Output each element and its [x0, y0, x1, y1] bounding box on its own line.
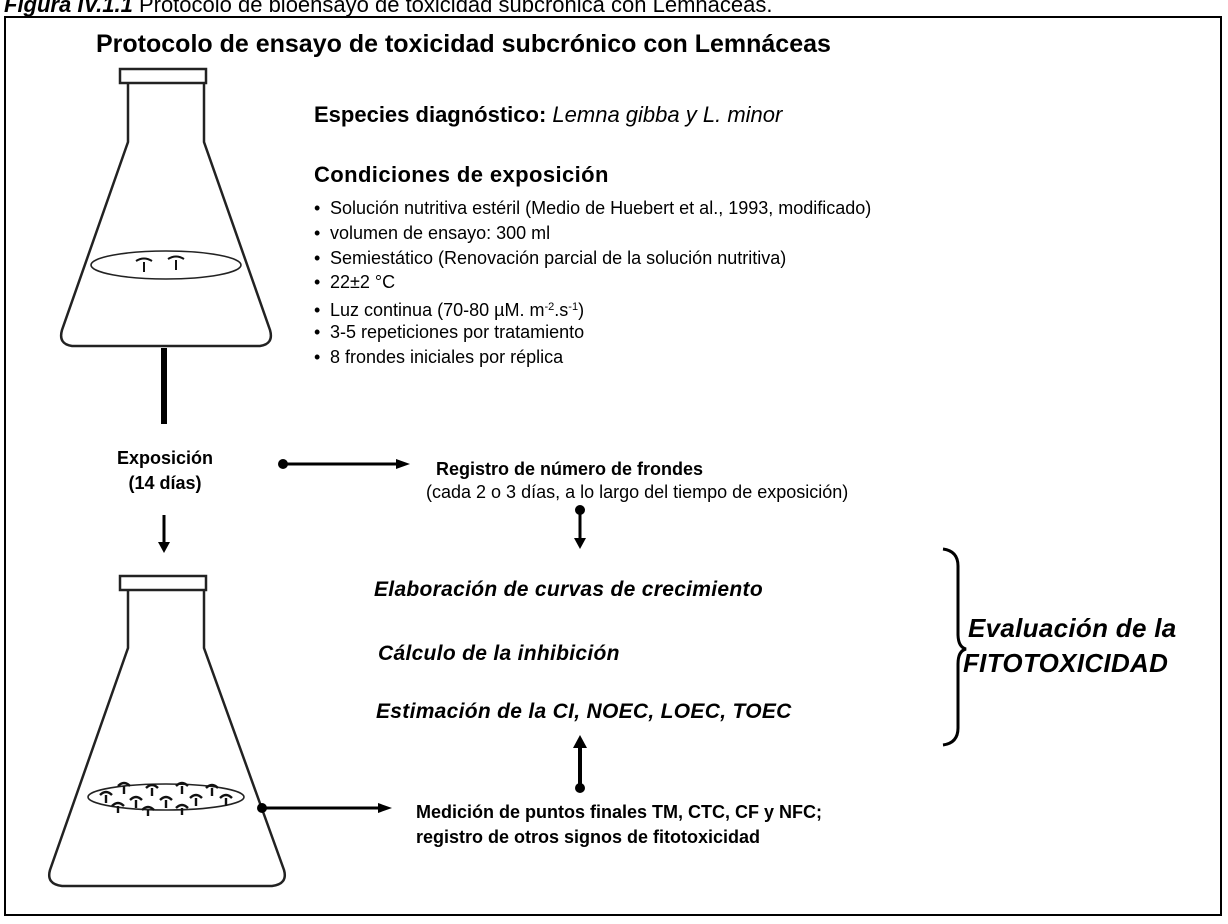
medicion-line-1: Medición de puntos finales TM, CTC, CF y…: [416, 802, 823, 822]
species-label: Especies diagnóstico:: [314, 102, 547, 127]
fronds-cluster: [99, 781, 233, 816]
list-item: 8 frondes iniciales por réplica: [314, 345, 871, 370]
medicion-line-2: registro de otros signos de fitotoxicida…: [416, 827, 761, 847]
arrow-medicion-to-analysis: [573, 735, 587, 793]
arrow-registro-to-analysis: [574, 505, 586, 549]
registro-subtitle: (cada 2 o 3 días, a lo largo del tiempo …: [426, 482, 849, 502]
diagram-title: Protocolo de ensayo de toxicidad subcrón…: [96, 30, 831, 58]
list-item: Semiestático (Renovación parcial de la s…: [314, 246, 871, 271]
step-estimacion: Estimación de la CI, NOEC, LOEC, TOEC: [376, 700, 792, 723]
species-value: Lemna gibba y L. minor: [552, 102, 783, 127]
list-item: Luz continua (70-80 µM. m-2.s-1): [314, 295, 871, 320]
list-item: 22±2 °C: [314, 270, 871, 295]
flask-top-illustration: [59, 67, 273, 348]
evaluation-line-1: Evaluación de la: [968, 613, 1177, 643]
diagram-frame: [4, 16, 1222, 916]
conditions-list: Solución nutritiva estéril (Medio de Hue…: [314, 196, 871, 370]
registro-title: Registro de número de frondes: [436, 459, 704, 479]
list-item: 3-5 repeticiones por tratamiento: [314, 320, 871, 345]
figure-label: Figura IV.1.1: [4, 0, 133, 17]
step-elaboracion: Elaboración de curvas de crecimiento: [374, 578, 763, 601]
arrow-exposure-to-flask: [158, 515, 170, 553]
list-item: Solución nutritiva estéril (Medio de Hue…: [314, 196, 871, 221]
unit-exponent: -2: [544, 301, 555, 314]
evaluation-line-2: FITOTOXICIDAD: [963, 648, 1169, 678]
grouping-brace: [942, 547, 967, 747]
step-calculo: Cálculo de la inhibición: [378, 642, 620, 665]
unit-exponent: -1: [568, 301, 579, 314]
figure-caption-text: Protocolo de bioensayo de toxicidad subc…: [138, 0, 773, 17]
exposure-label: Exposición (14 días): [116, 448, 214, 493]
species-line: Especies diagnóstico: Lemna gibba y L. m…: [314, 102, 782, 128]
arrow-flask-to-medicion: [257, 803, 392, 813]
list-item: volumen de ensayo: 300 ml: [314, 221, 871, 246]
flask-bottom-illustration: [48, 574, 286, 888]
figure-caption: Figura IV.1.1 Protocolo de bioensayo de …: [4, 0, 772, 18]
conditions-title: Condiciones de exposición: [314, 162, 609, 187]
arrow-exposure-to-registro: [278, 459, 410, 469]
